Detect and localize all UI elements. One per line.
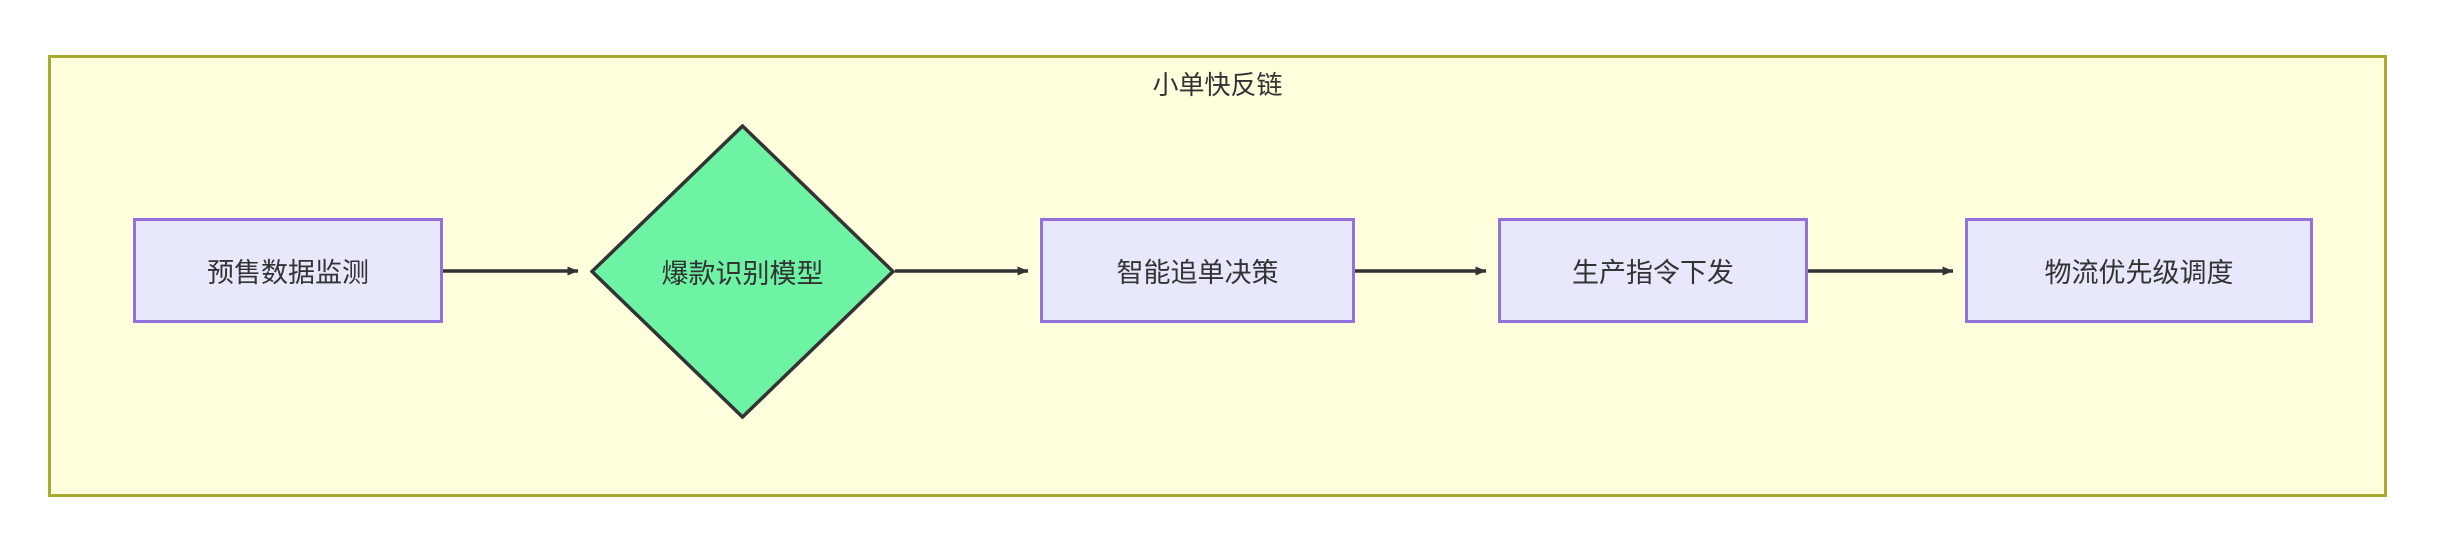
node-presale-data-monitoring[interactable]: 预售数据监测: [133, 218, 443, 323]
node-logistics-priority-scheduling[interactable]: 物流优先级调度: [1965, 218, 2313, 323]
node-label: 生产指令下发: [1572, 258, 1734, 288]
node-label: 智能追单决策: [1116, 258, 1279, 288]
node-smart-reorder-decision[interactable]: 智能追单决策: [1040, 218, 1355, 323]
subgraph-title: 小单快反链: [1152, 70, 1283, 100]
node-production-order-dispatch[interactable]: 生产指令下发: [1498, 218, 1808, 323]
node-label: 预售数据监测: [207, 258, 369, 288]
node-label: 物流优先级调度: [2044, 258, 2234, 288]
diamond-shape: [590, 124, 895, 419]
node-hot-item-identification-model[interactable]: 爆款识别模型: [590, 124, 895, 419]
